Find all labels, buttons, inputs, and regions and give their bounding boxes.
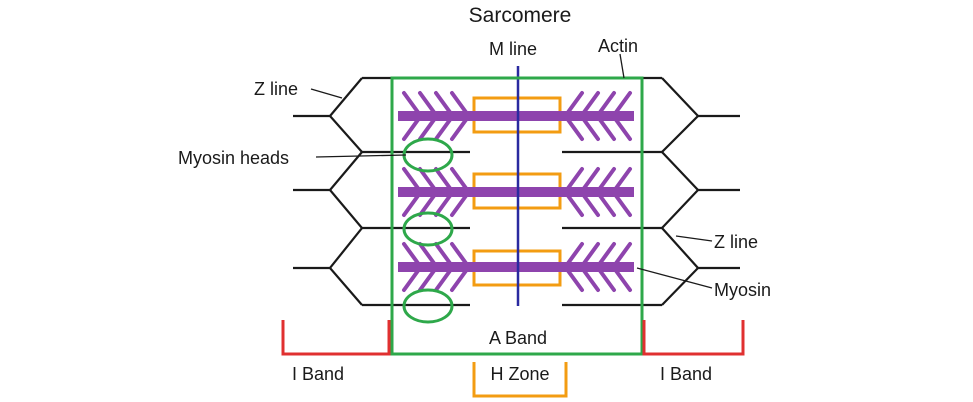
z-line-right — [660, 77, 700, 306]
i-band-right-label: I Band — [660, 364, 712, 384]
i-band-left-label: I Band — [292, 364, 344, 384]
myosin-label: Myosin — [714, 280, 771, 300]
h-zone-label: H Zone — [490, 364, 549, 384]
z-line-left — [328, 77, 364, 306]
myosin-filaments — [398, 91, 634, 292]
i-band-right-bracket — [642, 320, 745, 356]
z-line-right-label: Z line — [714, 232, 758, 252]
z-line-left-label: Z line — [254, 79, 298, 99]
leader-lines — [310, 53, 713, 289]
h-zone-bracket — [472, 362, 568, 398]
a-band-label: A Band — [489, 328, 547, 348]
actin-label: Actin — [598, 36, 638, 56]
diagram-title: Sarcomere — [469, 4, 572, 27]
m-line-label: M line — [489, 39, 537, 59]
myosin-head-ellipses — [402, 137, 454, 324]
i-band-left-bracket — [281, 320, 391, 356]
myosin-heads-label: Myosin heads — [178, 148, 289, 168]
a-band-box — [390, 76, 644, 356]
